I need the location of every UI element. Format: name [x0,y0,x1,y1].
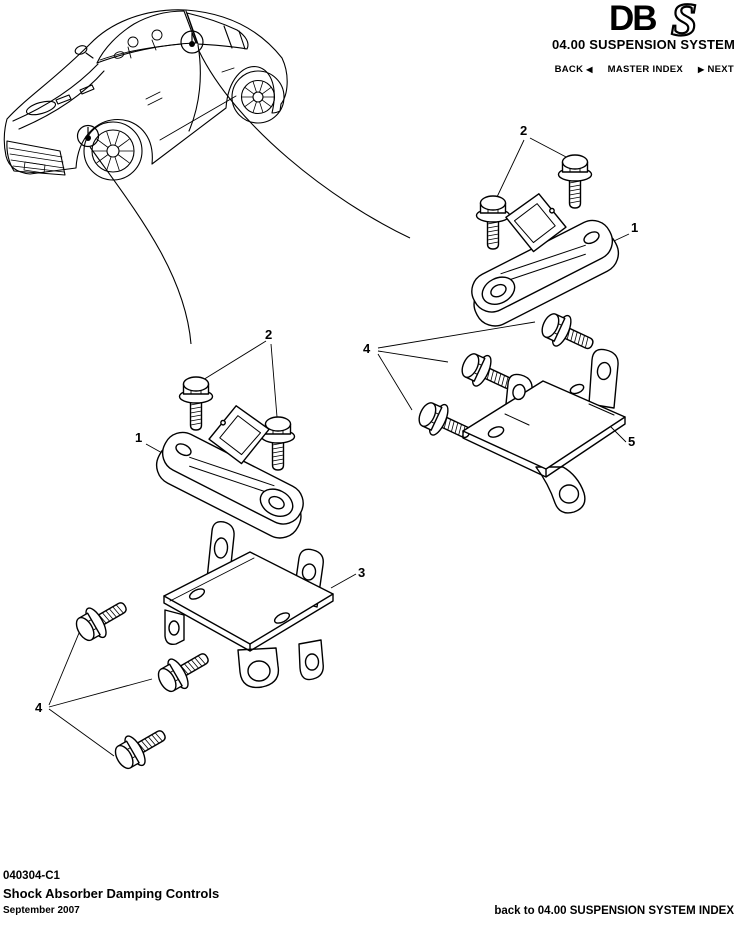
document-number: 040304-C1 [3,870,60,882]
bolt-item-2 [557,154,593,209]
callout-label-4-right: 4 [363,341,371,356]
header-nav: BACK ◀ MASTER INDEX ▶ NEXT [555,64,734,75]
back-link[interactable]: BACK ◀ [555,64,593,75]
sensor-item-1 [149,384,335,546]
bracket-item-5 [462,348,626,514]
document-title: Shock Absorber Damping Controls [3,886,220,901]
callout-label-1-left: 1 [135,430,142,445]
upper-sensor-assembly: 2 1 [440,123,638,334]
front-wheel [83,121,143,181]
bolt-item-4 [152,642,216,699]
car-illustration [3,9,288,181]
leader-curve-fender [89,146,192,345]
logo-s-text: S [671,0,697,42]
logo-db-text: DB [609,0,656,38]
callout-label-2-upper: 2 [520,123,527,138]
callout-label-4-lower: 4 [35,700,43,715]
lower-bracket-assembly: 3 4 [35,521,365,776]
master-index-link[interactable]: MASTER INDEX [607,64,684,75]
bolt-item-4 [536,306,600,361]
bolt-item-4 [109,719,173,776]
bolt-item-2 [260,416,296,471]
bolt-item-4 [70,591,134,648]
bolt-item-4 [413,395,477,450]
next-arrow-icon: ▶ [698,65,705,74]
callout-circle-fender [76,124,100,148]
back-label: BACK [554,64,584,75]
sensor-item-1 [440,172,626,334]
back-to-index-link[interactable]: back to 04.00 SUSPENSION SYSTEM INDEX [494,905,734,917]
bolt-item-2 [475,195,511,250]
location-pin-icon [189,41,195,47]
right-bracket-assembly: 4 5 [363,306,635,514]
bolt-item-2 [178,376,214,431]
rear-wheel [231,70,285,124]
next-label: NEXT [707,64,734,75]
back-arrow-icon: ◀ [586,65,593,74]
callout-label-3: 3 [358,565,365,580]
next-link[interactable]: ▶ NEXT [698,64,734,75]
left-sensor-assembly: 2 1 [135,327,335,546]
leader-curve-roof [198,50,411,239]
callout-label-5: 5 [628,434,635,449]
callout-label-2-left: 2 [265,327,272,342]
section-title: 04.00 SUSPENSION SYSTEM [551,37,735,52]
parts-diagram: 2 1 2 1 [3,9,638,776]
bracket-item-3 [163,521,334,689]
callout-label-1-upper: 1 [631,220,638,235]
location-pin-icon [85,135,91,141]
callout-circle-roof [180,30,204,54]
dbs-logo: DB S [607,0,735,47]
document-date: September 2007 [3,905,80,916]
